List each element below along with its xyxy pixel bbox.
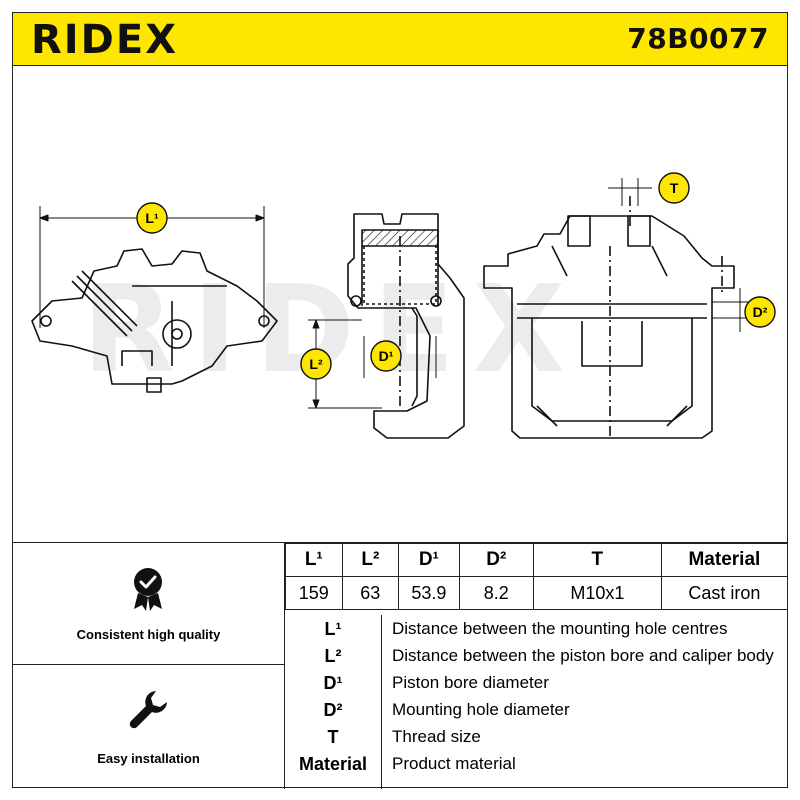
spec-value-material: Cast iron xyxy=(660,576,789,610)
brand-logo: RIDEX xyxy=(31,17,179,63)
dimension-badges: L¹ L² D¹ T D² xyxy=(136,172,776,380)
legend-key: L¹ xyxy=(324,619,342,639)
spec-section: Consistent high quality Easy installatio… xyxy=(12,542,789,789)
legend-item: D² Mounting hole diameter xyxy=(285,700,788,726)
badge-d1: D¹ xyxy=(379,348,394,364)
legend-desc: Piston bore diameter xyxy=(392,673,549,692)
badge-l2: L² xyxy=(309,356,323,372)
header-bar: RIDEX 78B0077 xyxy=(12,12,788,66)
legend-desc: Product material xyxy=(392,754,516,773)
caliper-front-view xyxy=(483,196,735,439)
spec-header-l1: L¹ xyxy=(285,543,343,577)
caliper-side-view xyxy=(31,248,278,393)
legend-key: Material xyxy=(298,754,368,774)
spec-header-l2: L² xyxy=(341,543,400,577)
feature-quality: Consistent high quality xyxy=(12,543,285,665)
legend-item: T Thread size xyxy=(285,727,788,753)
legend-key: D² xyxy=(323,700,343,720)
legend-key: L² xyxy=(324,646,342,666)
badge-t: T xyxy=(670,180,679,196)
legend-key: D¹ xyxy=(323,673,343,693)
spec-value-t: M10x1 xyxy=(532,576,662,610)
legend-item: D¹ Piston bore diameter xyxy=(285,673,788,699)
spec-value-row: 159 63 53.9 8.2 M10x1 Cast iron xyxy=(285,576,789,610)
legend-item: L¹ Distance between the mounting hole ce… xyxy=(285,619,788,645)
legend-item: L² Distance between the piston bore and … xyxy=(285,646,788,672)
quality-badge-icon xyxy=(134,568,162,611)
wrench-icon xyxy=(129,691,167,729)
spec-header-d2: D² xyxy=(458,543,534,577)
spec-value-l1: 159 xyxy=(285,576,343,610)
legend-desc: Distance between the mounting hole centr… xyxy=(392,619,728,638)
caliper-drawing: L¹ L² D¹ T D² xyxy=(31,172,776,439)
part-number: 78B0077 xyxy=(627,22,769,55)
feature-installation: Easy installation xyxy=(12,665,285,789)
features-column: Consistent high quality Easy installatio… xyxy=(12,543,285,789)
technical-drawing: RIDEX xyxy=(12,66,788,542)
legend-item: Material Product material xyxy=(285,754,788,780)
caliper-section-view xyxy=(347,213,465,439)
spec-value-l2: 63 xyxy=(341,576,400,610)
spec-header-material: Material xyxy=(660,543,789,577)
legend-desc: Thread size xyxy=(392,727,481,746)
spec-value-d1: 53.9 xyxy=(398,576,460,610)
badge-d2: D² xyxy=(753,304,768,320)
legend-list: L¹ Distance between the mounting hole ce… xyxy=(285,611,788,789)
legend-divider xyxy=(381,615,382,789)
legend-desc: Mounting hole diameter xyxy=(392,700,570,719)
badge-l1: L¹ xyxy=(145,210,159,226)
spec-value-d2: 8.2 xyxy=(458,576,534,610)
feature-installation-label: Easy installation xyxy=(97,751,200,766)
legend-desc: Distance between the piston bore and cal… xyxy=(392,646,774,665)
legend-key: T xyxy=(327,727,339,747)
spec-header-row: L¹ L² D¹ D² T Material xyxy=(285,543,789,577)
feature-quality-label: Consistent high quality xyxy=(76,627,221,642)
spec-table: L¹ L² D¹ D² T Material 159 63 53.9 8.2 M… xyxy=(285,543,789,610)
spec-header-t: T xyxy=(532,543,662,577)
spec-header-d1: D¹ xyxy=(398,543,460,577)
